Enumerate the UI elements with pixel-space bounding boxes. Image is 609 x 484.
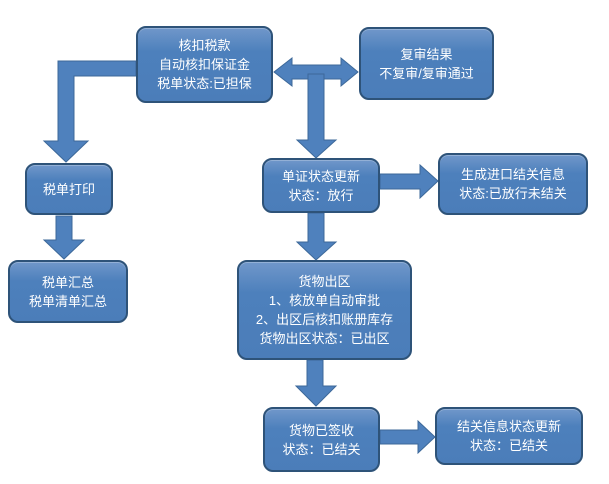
node-line: 不复审/复审通过 (379, 65, 474, 81)
node-tax-summary: 税单汇总 税单清单汇总 (8, 260, 128, 323)
node-line: 2、出区后核扣账册库存 (255, 312, 394, 327)
node-line: 复审结果 (400, 46, 453, 62)
node-line: 货物出区状态：已出区 (259, 331, 390, 346)
node-closure-status-update: 结关信息状态更新 状态：已结关 (435, 407, 583, 465)
node-review-result: 复审结果 不复审/复审通过 (359, 27, 494, 100)
node-tax-print: 税单打印 (25, 163, 113, 215)
arrow-exit-to-signed (294, 359, 338, 407)
node-line: 结关信息状态更新 (456, 419, 561, 434)
node-line: 税单汇总 (41, 274, 94, 290)
node-line: 状态：放行 (288, 187, 354, 203)
node-doc-status-update: 单证状态更新 状态：放行 (262, 158, 380, 213)
node-line: 状态：已结关 (469, 438, 548, 453)
node-goods-exit: 货物出区 1、核放单自动审批 2、出区后核扣账册库存 货物出区状态：已出区 (237, 260, 412, 360)
node-line: 状态:已放行未结关 (459, 186, 567, 201)
node-line: 1、核放单自动审批 (268, 293, 381, 308)
node-goods-signed: 货物已签收 状态：已结关 (263, 407, 380, 472)
node-line: 货物已签收 (288, 422, 354, 438)
arrow-print-to-summary (42, 215, 86, 260)
node-line: 税单状态:已担保 (157, 76, 252, 91)
node-line: 货物出区 (298, 274, 351, 289)
node-generate-import-closure: 生成进口结关信息 状态:已放行未结关 (438, 153, 588, 215)
node-line: 自动核扣保证金 (158, 57, 250, 72)
arrow-doc-to-genimport (379, 163, 439, 200)
node-deduct-tax: 核扣税款 自动核扣保证金 税单状态:已担保 (136, 26, 273, 103)
arrow-doc-to-exit (295, 212, 338, 261)
arrow-branch-to-doc-status (295, 73, 338, 159)
node-line: 税单清单汇总 (28, 293, 107, 309)
arrow-deduct-to-print (42, 60, 137, 163)
node-line: 税单打印 (42, 181, 95, 197)
arrow-deduct-review-double (273, 56, 359, 88)
node-line: 单证状态更新 (281, 168, 360, 184)
node-line: 状态：已结关 (282, 441, 361, 457)
arrow-signed-to-closure (379, 419, 436, 455)
node-line: 生成进口结关信息 (460, 167, 565, 182)
node-line: 核扣税款 (178, 38, 231, 53)
